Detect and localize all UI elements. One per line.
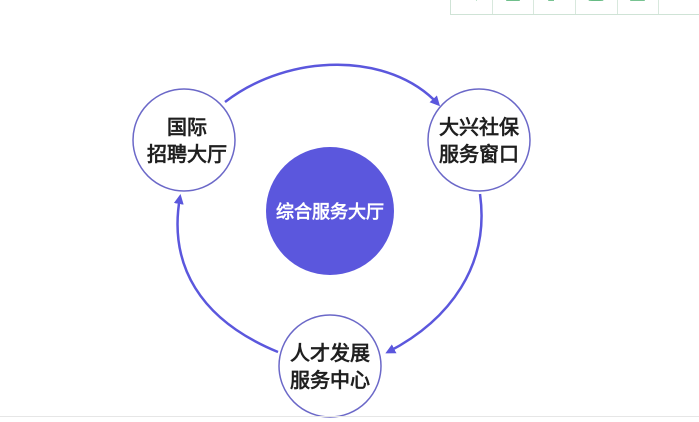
node-label-line1: 人才发展: [290, 341, 370, 365]
arrow-daxing-to-talent: [385, 193, 483, 354]
node-circle: [132, 88, 236, 192]
center-label: 综合服务大厅: [276, 201, 384, 223]
arrow-talent-to-international: [173, 194, 279, 354]
node-daxing-social-security: 大兴社保 服务窗口: [427, 88, 531, 192]
node-label-line2: 服务中心: [290, 368, 370, 392]
node-label-line1: 国际: [167, 115, 207, 139]
center-circle: [266, 147, 394, 275]
node-circle: [427, 88, 531, 192]
copy-button[interactable]: [493, 0, 535, 14]
node-label-line2: 招聘大厅: [147, 142, 227, 166]
zoom-button[interactable]: [451, 0, 493, 14]
center-node: 综合服务大厅: [266, 147, 394, 275]
node-international-recruitment: 国际 招聘大厅: [132, 88, 236, 192]
edit-button[interactable]: [618, 0, 660, 14]
node-talent-development: 人才发展 服务中心: [278, 314, 382, 418]
arrow-international-to-daxing: [224, 63, 441, 107]
node-label-line2: 服务窗口: [439, 142, 519, 166]
expand-button[interactable]: [534, 0, 577, 14]
toolbar: [450, 0, 699, 15]
footer-divider: [0, 416, 699, 417]
node-label-line1: 大兴社保: [439, 115, 520, 139]
save-button[interactable]: [576, 0, 618, 14]
node-circle: [278, 314, 382, 418]
